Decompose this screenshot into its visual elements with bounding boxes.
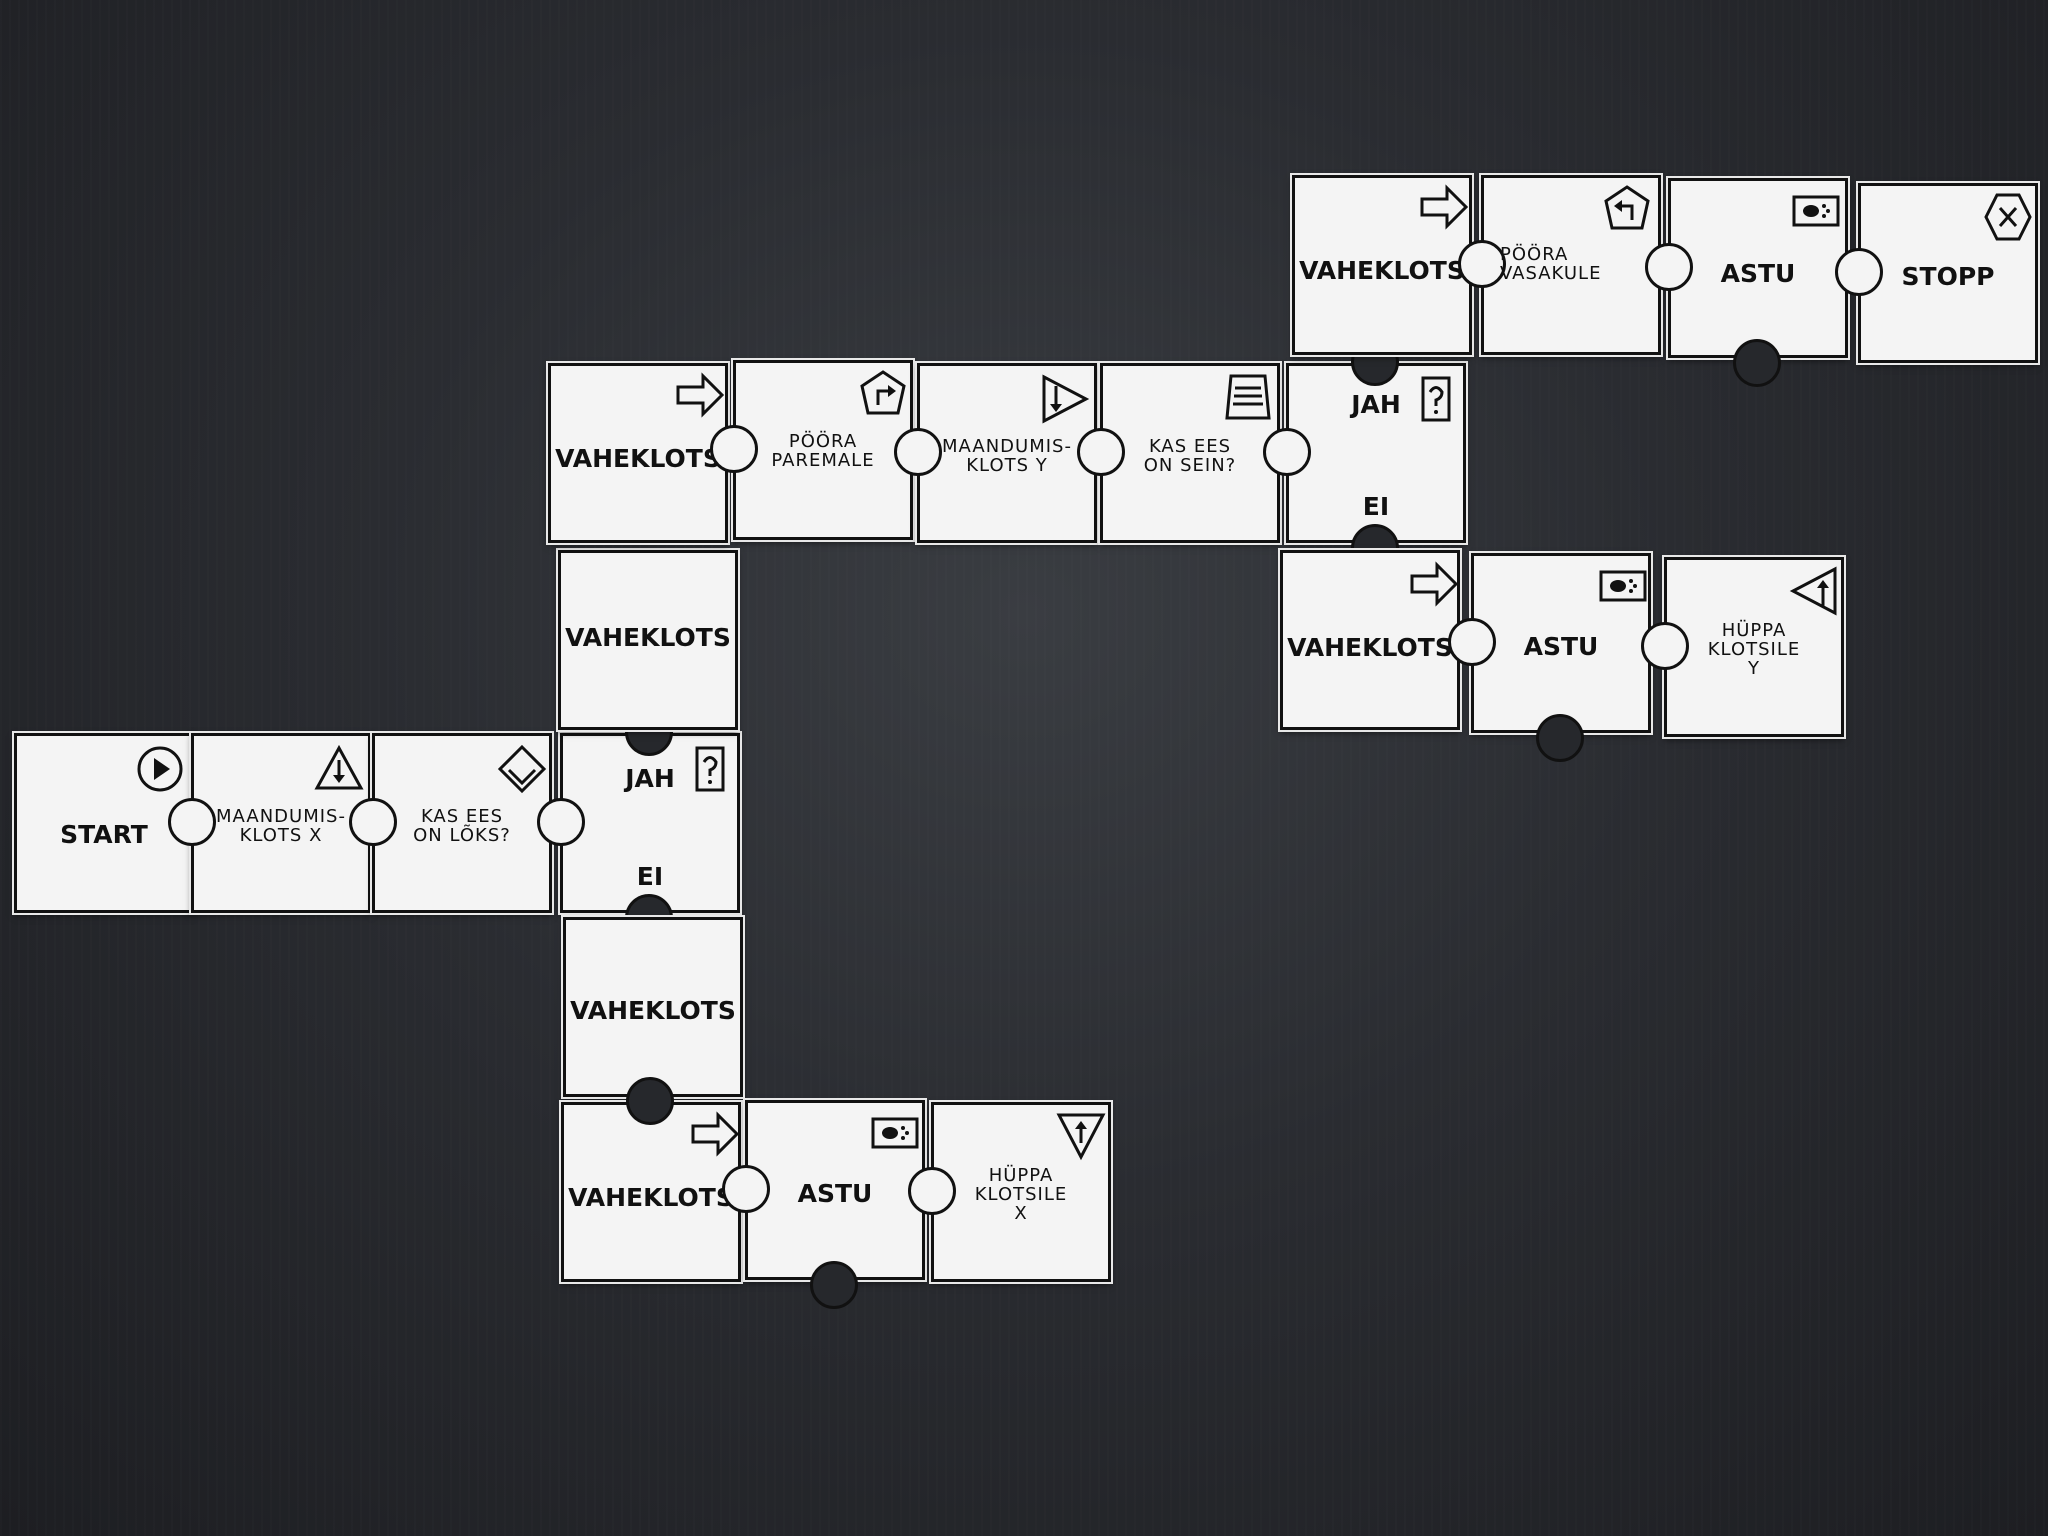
stop-icon	[1984, 193, 2032, 241]
landing-block-x-tile: MAANDUMIS- KLOTS X	[168, 733, 371, 913]
wall-icon	[1225, 374, 1271, 420]
puzzle-knob	[537, 798, 585, 846]
puzzle-knob	[1263, 428, 1311, 476]
stop-tile: STOPP	[1835, 183, 2038, 363]
question-box-icon	[695, 746, 725, 792]
condition-tile-lower: JAH EI	[537, 708, 740, 942]
step-icon	[1599, 570, 1647, 602]
jump-triangle-down-icon	[1056, 1113, 1106, 1161]
intermediate-block-tile: VAHEKLOTS	[1280, 550, 1460, 730]
right-arrow-icon	[691, 1111, 740, 1157]
tile-label: STOPP	[1901, 262, 1995, 291]
no-label: EI	[1362, 492, 1390, 521]
right-arrow-icon	[1410, 561, 1459, 607]
yes-label: JAH	[1351, 390, 1401, 419]
intermediate-block-tile: VAHEKLOTS	[548, 363, 728, 543]
step-tile: ASTU	[722, 1100, 925, 1309]
tile-label: PÖÖRA PAREMALE	[771, 431, 875, 471]
tile-label: MAANDUMIS- KLOTS Y	[942, 436, 1072, 476]
turn-left-tile: PÖÖRA VASAKULE	[1458, 175, 1661, 355]
intermediate-block-tile: VAHEKLOTS	[563, 917, 743, 1097]
jump-to-block-x-tile: HÜPPA KLOTSILE X	[908, 1102, 1111, 1282]
wall-ahead-tile: KAS EES ON SEIN?	[1077, 363, 1280, 543]
right-arrow-icon	[676, 372, 725, 418]
tile-label: ASTU	[1720, 259, 1796, 288]
tile-label: VAHEKLOTS	[565, 623, 731, 652]
tile-label: ASTU	[797, 1179, 873, 1208]
landing-block-y-tile: MAANDUMIS- KLOTS Y	[894, 363, 1097, 543]
condition-tile-upper: JAH EI	[1263, 338, 1466, 572]
puzzle-knob	[1458, 240, 1506, 288]
diamond-trap-icon	[497, 744, 547, 794]
puzzle-knob	[626, 1077, 674, 1125]
tile-label: VAHEKLOTS	[570, 996, 736, 1025]
puzzle-knob	[810, 1261, 858, 1309]
tile-label: VAHEKLOTS	[1299, 256, 1465, 285]
puzzle-knob	[722, 1165, 770, 1213]
puzzle-knob	[168, 798, 216, 846]
puzzle-knob	[908, 1167, 956, 1215]
warning-down-icon	[314, 744, 364, 790]
turn-right-tile: PÖÖRA PAREMALE	[710, 360, 913, 540]
tile-label: ASTU	[1523, 632, 1599, 661]
start-tile: START	[14, 733, 194, 913]
step-icon	[871, 1117, 919, 1149]
puzzle-knob	[1733, 339, 1781, 387]
down-arrow-triangle-icon	[1042, 374, 1090, 424]
tile-label: PÖÖRA VASAKULE	[1500, 244, 1602, 284]
play-icon	[137, 746, 183, 792]
jump-to-block-y-tile: HÜPPA KLOTSILE Y	[1641, 557, 1844, 737]
puzzle-knob	[1645, 243, 1693, 291]
step-tile: ASTU	[1645, 178, 1848, 387]
tile-label: HÜPPA KLOTSILE Y	[1707, 620, 1801, 679]
puzzle-knob	[1536, 714, 1584, 762]
puzzle-knob	[349, 798, 397, 846]
step-tile: ASTU	[1448, 553, 1651, 762]
intermediate-block-tile: VAHEKLOTS	[1292, 175, 1472, 355]
jump-triangle-icon	[1789, 566, 1837, 616]
puzzle-knob	[894, 428, 942, 476]
turn-right-icon	[860, 370, 906, 415]
tile-label: KAS EES ON LÕKS?	[413, 806, 511, 846]
puzzle-knob	[710, 425, 758, 473]
tile-label: KAS EES ON SEIN?	[1143, 436, 1237, 476]
tile-label: VAHEKLOTS	[568, 1183, 734, 1212]
tile-label: VAHEKLOTS	[555, 444, 721, 473]
puzzle-knob	[1835, 248, 1883, 296]
tile-label: START	[60, 820, 148, 849]
puzzle-knob	[1641, 622, 1689, 670]
turn-left-icon	[1604, 185, 1650, 230]
puzzle-knob	[1448, 618, 1496, 666]
step-icon	[1792, 195, 1840, 227]
puzzle-knob	[1077, 428, 1125, 476]
yes-label: JAH	[625, 764, 675, 793]
intermediate-block-tile: VAHEKLOTS	[561, 1077, 741, 1282]
tile-label: MAANDUMIS- KLOTS X	[216, 806, 346, 846]
no-label: EI	[636, 862, 664, 891]
tile-label: HÜPPA KLOTSILE X	[974, 1165, 1068, 1224]
trap-ahead-tile: KAS EES ON LÕKS?	[349, 733, 552, 913]
intermediate-block-tile: VAHEKLOTS	[558, 550, 738, 730]
right-arrow-icon	[1420, 184, 1469, 230]
tile-label: VAHEKLOTS	[1287, 633, 1453, 662]
question-box-icon	[1421, 376, 1451, 422]
